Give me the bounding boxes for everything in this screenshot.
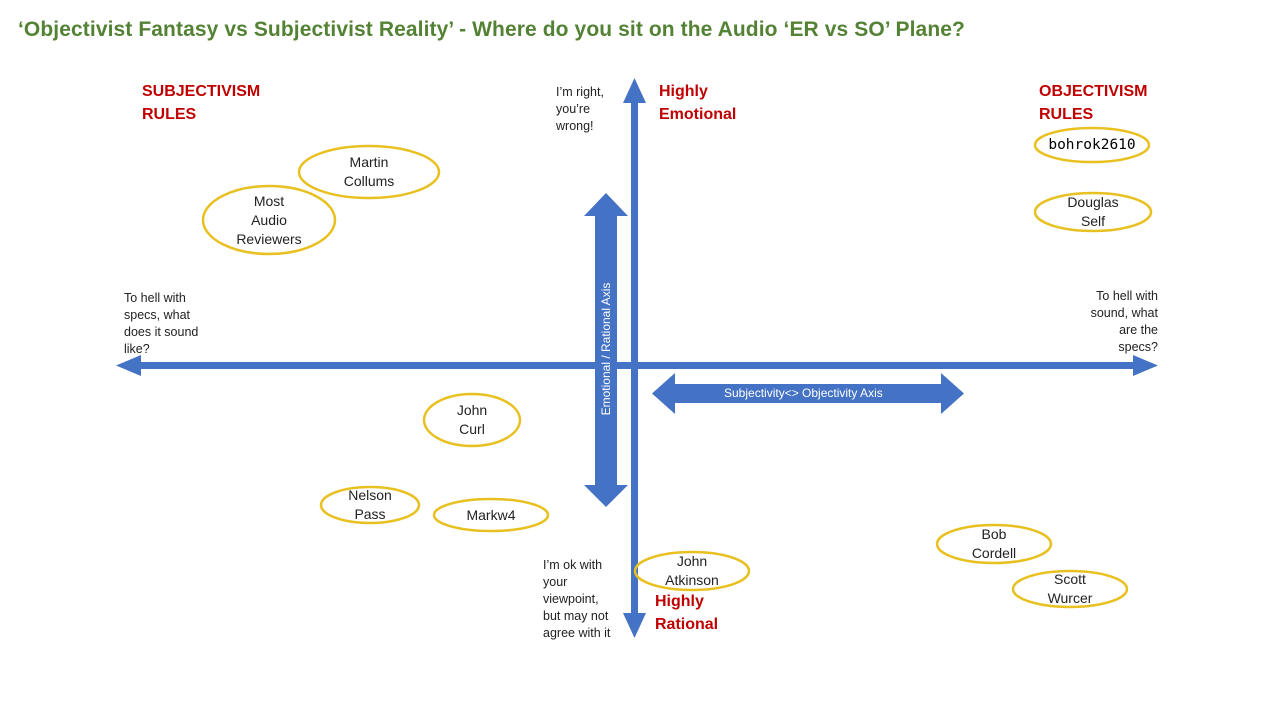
vertical-axis (623, 78, 646, 638)
person-markw4: Markw4 (466, 506, 516, 523)
bob-cordell-ellipse (935, 523, 1053, 565)
subjectivity-objectivity-axis-label: Subjectivity<> Objectivity Axis (724, 386, 883, 400)
im-right-note: I’m right, you’re wrong! (556, 85, 604, 133)
most-audio-reviewers-ellipse (201, 184, 337, 256)
subjectivism-rules-label: SUBJECTIVISM RULES (142, 83, 261, 123)
douglas-self-ellipse (1033, 191, 1153, 233)
im-ok-note: I’m ok with your viewpoint, but may not … (543, 558, 611, 640)
person-bob-cordell: Bob Cordell (971, 526, 1017, 561)
ellipse-group (201, 126, 1153, 609)
highly-emotional-label: Highly Emotional (659, 83, 737, 123)
emotional-rational-axis-label: Emotional / Rational Axis (599, 282, 613, 416)
page-title: ‘Objectivist Fantasy vs Subjectivist Rea… (18, 18, 965, 41)
john-atkinson-ellipse (633, 550, 751, 592)
bohrok2610-ellipse (1033, 126, 1151, 164)
person-nelson-pass: Nelson Pass (348, 487, 392, 522)
person-scott-wurcer: Scott Wurcer (1047, 571, 1093, 606)
scott-wurcer-ellipse (1011, 569, 1129, 609)
person-bohrok2610: bohrok2610 (1048, 136, 1136, 153)
highly-rational-label: Highly Rational (655, 593, 719, 633)
martin-collums-ellipse (297, 144, 441, 200)
subjectivity-objectivity-double-arrow (652, 373, 964, 414)
person-john-atkinson: John Atkinson (665, 553, 719, 588)
person-most-audio-reviewers: Most Audio Reviewers (236, 192, 302, 247)
person-martin-collums: Martin Collums (343, 154, 395, 189)
specs-first-note: To hell with sound, what are the specs? (1090, 289, 1158, 354)
person-john-curl: John Curl (456, 402, 488, 437)
john-curl-ellipse (422, 392, 522, 448)
objectivism-rules-label: OBJECTIVISM RULES (1039, 83, 1148, 123)
person-douglas-self: Douglas Self (1067, 194, 1119, 229)
markw4-ellipse (432, 497, 550, 533)
sound-first-note: To hell with specs, what does it sound l… (124, 291, 199, 356)
emotional-rational-double-arrow (584, 193, 628, 507)
nelson-pass-ellipse (319, 485, 421, 525)
